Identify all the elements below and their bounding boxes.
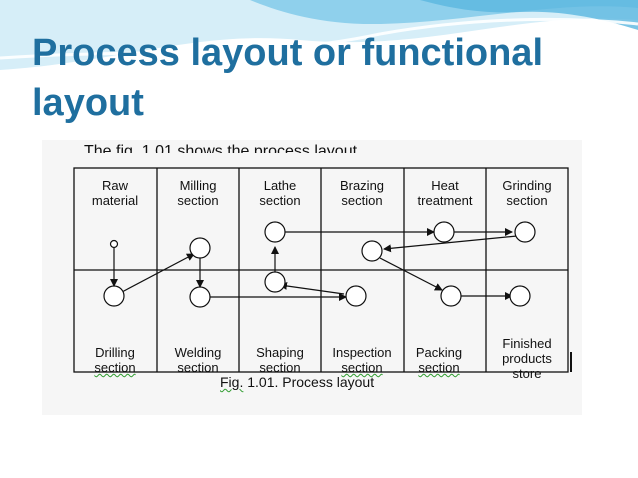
process-diagram xyxy=(73,167,572,373)
station-raw-material xyxy=(109,239,119,249)
cell-label-grinding: Grinding section xyxy=(502,178,552,208)
flow-drilling-to-milling xyxy=(121,253,195,293)
packing-label: Packing xyxy=(415,345,463,360)
station-grinding xyxy=(514,221,536,243)
station-drilling xyxy=(103,285,125,307)
flow-brazing-to-packing xyxy=(379,257,443,291)
flow-paths xyxy=(110,228,518,301)
shaping-label: Shaping xyxy=(256,345,304,360)
station-lathe xyxy=(264,221,286,243)
welding-section-label: section xyxy=(177,360,219,375)
station-inspection xyxy=(345,285,367,307)
welding-label: Welding xyxy=(174,345,222,360)
figure-caption: Fig. 1.01. Process layout xyxy=(220,374,374,390)
cell-label-heat-treatment: Heat treatment xyxy=(417,178,473,208)
station-finished-store xyxy=(509,285,531,307)
station-packing xyxy=(440,285,462,307)
slide-title: Process layout or functional layout xyxy=(32,32,543,124)
cut-off-text: The fig. 1.01 shows the process layout. xyxy=(84,144,362,153)
station-shaping xyxy=(264,271,286,293)
inspection-section-label: section xyxy=(341,360,383,375)
station-milling xyxy=(189,237,211,259)
cut-off-text-line: The fig. 1.01 shows the process layout. xyxy=(42,140,582,162)
finished-products-label: Finished products xyxy=(502,336,552,366)
drilling-section-label: section xyxy=(94,360,136,375)
caption-fig-word: Fig. xyxy=(220,374,244,390)
shaping-section-label: section xyxy=(259,360,301,375)
station-heat-treatment xyxy=(433,221,455,243)
cell-label-raw-material: Raw material xyxy=(91,178,139,208)
cell-label-lathe: Lathe section xyxy=(259,178,301,208)
process-layout-figure: The fig. 1.01 shows the process layout. xyxy=(42,140,582,415)
cell-label-brazing: Brazing section xyxy=(339,178,385,208)
flow-grinding-to-brazing xyxy=(383,235,518,253)
station-welding xyxy=(189,286,211,308)
store-label: store xyxy=(512,366,542,381)
flow-inspection-to-shaping xyxy=(279,282,345,295)
stations xyxy=(103,221,536,308)
caption-text: 1.01. Process layout xyxy=(243,374,375,390)
cell-label-milling: Milling section xyxy=(177,178,219,208)
drilling-label: Drilling xyxy=(95,345,135,360)
header-wave-decoration xyxy=(0,0,638,70)
station-brazing xyxy=(361,240,383,262)
packing-section-label: section xyxy=(418,360,460,375)
inspection-label: Inspection xyxy=(332,345,392,360)
